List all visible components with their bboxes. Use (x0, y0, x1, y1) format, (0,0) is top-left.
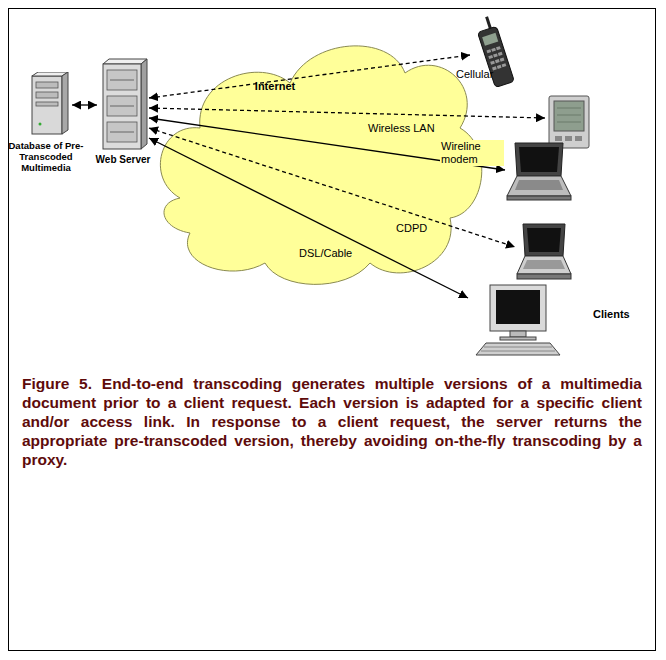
link-label: Wireline modem (440, 140, 504, 166)
client-device-icon (515, 222, 573, 280)
client-device (515, 222, 573, 280)
client-device-icon (545, 93, 593, 151)
link-label: Cellular (455, 68, 494, 81)
web-server-icon (97, 58, 149, 150)
client-device (505, 140, 573, 202)
client-device-icon (468, 283, 568, 358)
database-server: Database of Pre-Transcoded Multimedia (20, 72, 72, 137)
wired-link (72, 104, 97, 105)
link-label: DSL/Cable (298, 247, 353, 260)
client-device (468, 283, 568, 358)
client-device-icon (470, 14, 520, 92)
web-server: Web Server (97, 58, 149, 150)
wired-link (149, 118, 505, 170)
link-label: Wireless LAN (367, 122, 436, 135)
link-label: CDPD (395, 222, 428, 235)
node-label: Web Server (93, 154, 153, 166)
client-device-icon (505, 140, 573, 202)
internet-cloud-icon (150, 28, 485, 290)
client-device (470, 14, 520, 92)
figure-caption: Figure 5. End-to-end transcoding generat… (22, 374, 642, 469)
wired-link (149, 138, 468, 298)
node-label: Database of Pre-Transcoded Multimedia (0, 141, 94, 174)
wireless-link (149, 55, 470, 98)
client-device (545, 93, 593, 151)
internet-cloud: Internet (150, 28, 485, 290)
wireless-link (149, 108, 545, 118)
node-label: Internet (245, 80, 305, 93)
database-server-icon (20, 72, 72, 137)
group-label: Clients (593, 308, 630, 320)
